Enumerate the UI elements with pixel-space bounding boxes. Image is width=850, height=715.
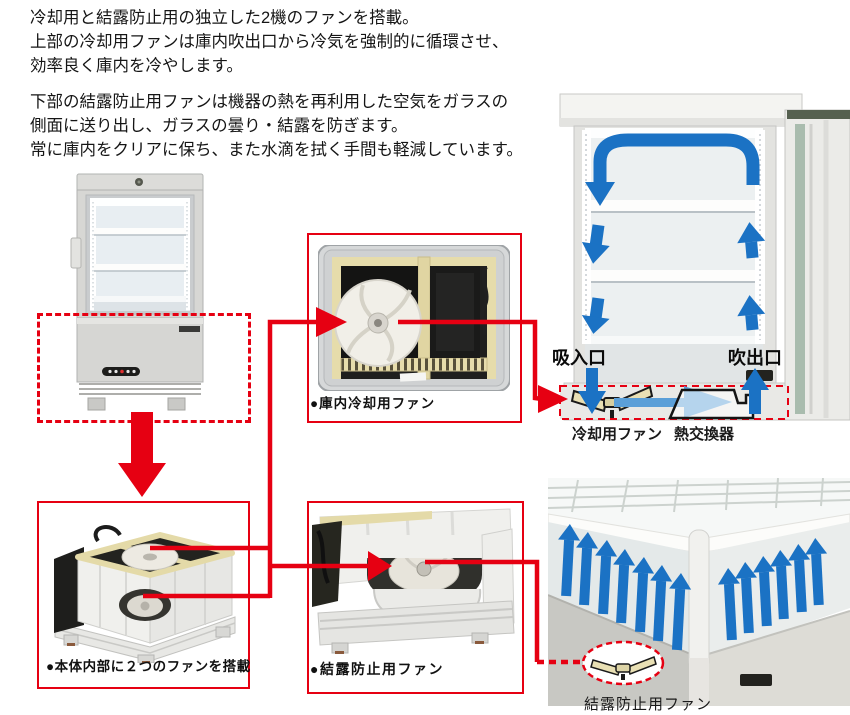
- intro-paragraph-2: 下部の結露防止用ファンは機器の熱を再利用した空気をガラスの 側面に送り出し、ガラ…: [30, 90, 523, 162]
- intro-line: 効率良く庫内を冷やします。: [30, 57, 243, 75]
- outlet-label: 吹出口: [728, 348, 782, 368]
- intro-line: 下部の結露防止用ファンは機器の熱を再利用した空気をガラスの: [30, 93, 509, 111]
- foot: [87, 397, 106, 411]
- corner-pillar: [688, 529, 710, 671]
- shelf: [591, 270, 755, 282]
- door-handle: [70, 237, 82, 269]
- machine-compartment-highlight-box: [37, 313, 251, 423]
- display-case-front-photo: [70, 173, 204, 411]
- cooling-fan-caption: ●庫内冷却用ファン: [310, 396, 436, 411]
- cooling-fan-label: 冷却用ファン: [572, 426, 663, 443]
- foot: [215, 626, 231, 638]
- condensation-fan-callout: [581, 640, 665, 686]
- shelf: [591, 200, 755, 212]
- heat-exchanger-label: 熱交換器: [674, 426, 735, 443]
- intro-line: 冷却用と結露防止用の独立した2機のファンを搭載。: [30, 9, 419, 27]
- open-glass-door: [784, 109, 850, 421]
- circulation-arrows: [578, 133, 769, 414]
- foot: [167, 397, 186, 411]
- intro-line: 上部の冷却用ファンは庫内吹出口から冷気を強制的に循環させ、: [30, 33, 509, 51]
- foot: [137, 654, 155, 663]
- two-fans-caption: ●本体内部に２つのファンを搭載: [46, 659, 251, 674]
- condensation-fan-caption: ●結露防止用ファン: [310, 661, 444, 677]
- intro-line: 側面に送り出し、ガラスの曇り・結露を防ぎます。: [30, 117, 408, 135]
- glass-corner-airflow-figure: [548, 478, 850, 706]
- airflow-circulation-figure: [559, 93, 850, 421]
- condensation-fan-bottom-label: 結露防止用ファン: [584, 696, 713, 713]
- wire-shelf: [548, 478, 850, 513]
- brand-label: [179, 326, 200, 332]
- foam-strip: [320, 511, 432, 527]
- base-vent: [740, 674, 772, 686]
- intake-label: 吸入口: [552, 348, 606, 368]
- intro-paragraph-1: 冷却用と結露防止用の独立した2機のファンを搭載。 上部の冷却用ファンは庫内吹出口…: [30, 6, 509, 78]
- rising-air-arrows: [558, 524, 828, 651]
- big-down-arrow: [118, 412, 166, 497]
- intro-line: 常に庫内をクリアに保ち、また水滴を拭く手間も軽減しています。: [30, 141, 523, 159]
